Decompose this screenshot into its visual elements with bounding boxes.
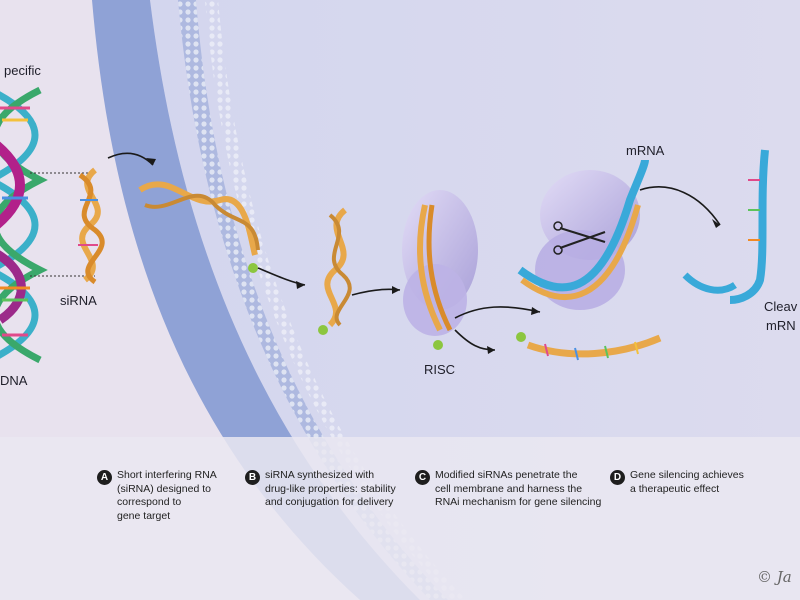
label-cleaved-1: Cleav [764,299,798,314]
label-mrna: mRNA [626,143,665,158]
step-c-badge: C [415,470,430,485]
risc-complex [402,190,478,350]
mrna-cleavage-complex [517,159,649,310]
step-d-badge: D [610,470,625,485]
released-guide-strand [516,332,662,361]
step-c: C Modified siRNAs penetrate the cell mem… [415,469,601,510]
step-d: D Gene silencing achieves a therapeutic … [610,469,744,496]
step-c-text: Modified siRNAs penetrate the cell membr… [435,469,602,508]
step-b-badge: B [245,470,260,485]
arrow-heads [146,158,720,354]
label-sirna: siRNA [60,293,97,308]
step-a-badge: A [97,470,112,485]
sirna-crossing-membrane [138,181,260,273]
sirna-helix [78,167,105,285]
label-cleaved-2: mRN [766,318,796,333]
dna-helix [0,86,48,364]
label-specific: pecific [4,63,41,78]
step-d-text: Gene silencing achieves a therapeutic ef… [630,469,744,495]
cell-membrane [92,0,420,600]
step-b-text: siRNA synthesized with drug-like propert… [265,469,396,508]
label-dna: DNA [0,373,28,388]
step-a: A Short interfering RNA (siRNA) designed… [97,469,217,523]
label-risc: RISC [424,362,456,377]
caption-panel [0,437,800,600]
sirna-inside-cell [318,207,352,335]
step-a-text: Short interfering RNA (siRNA) designed t… [117,469,217,522]
cleaved-mrna [682,149,769,304]
artist-signature: © Ja [757,568,792,586]
step-b: B siRNA synthesized with drug-like prope… [245,469,396,510]
